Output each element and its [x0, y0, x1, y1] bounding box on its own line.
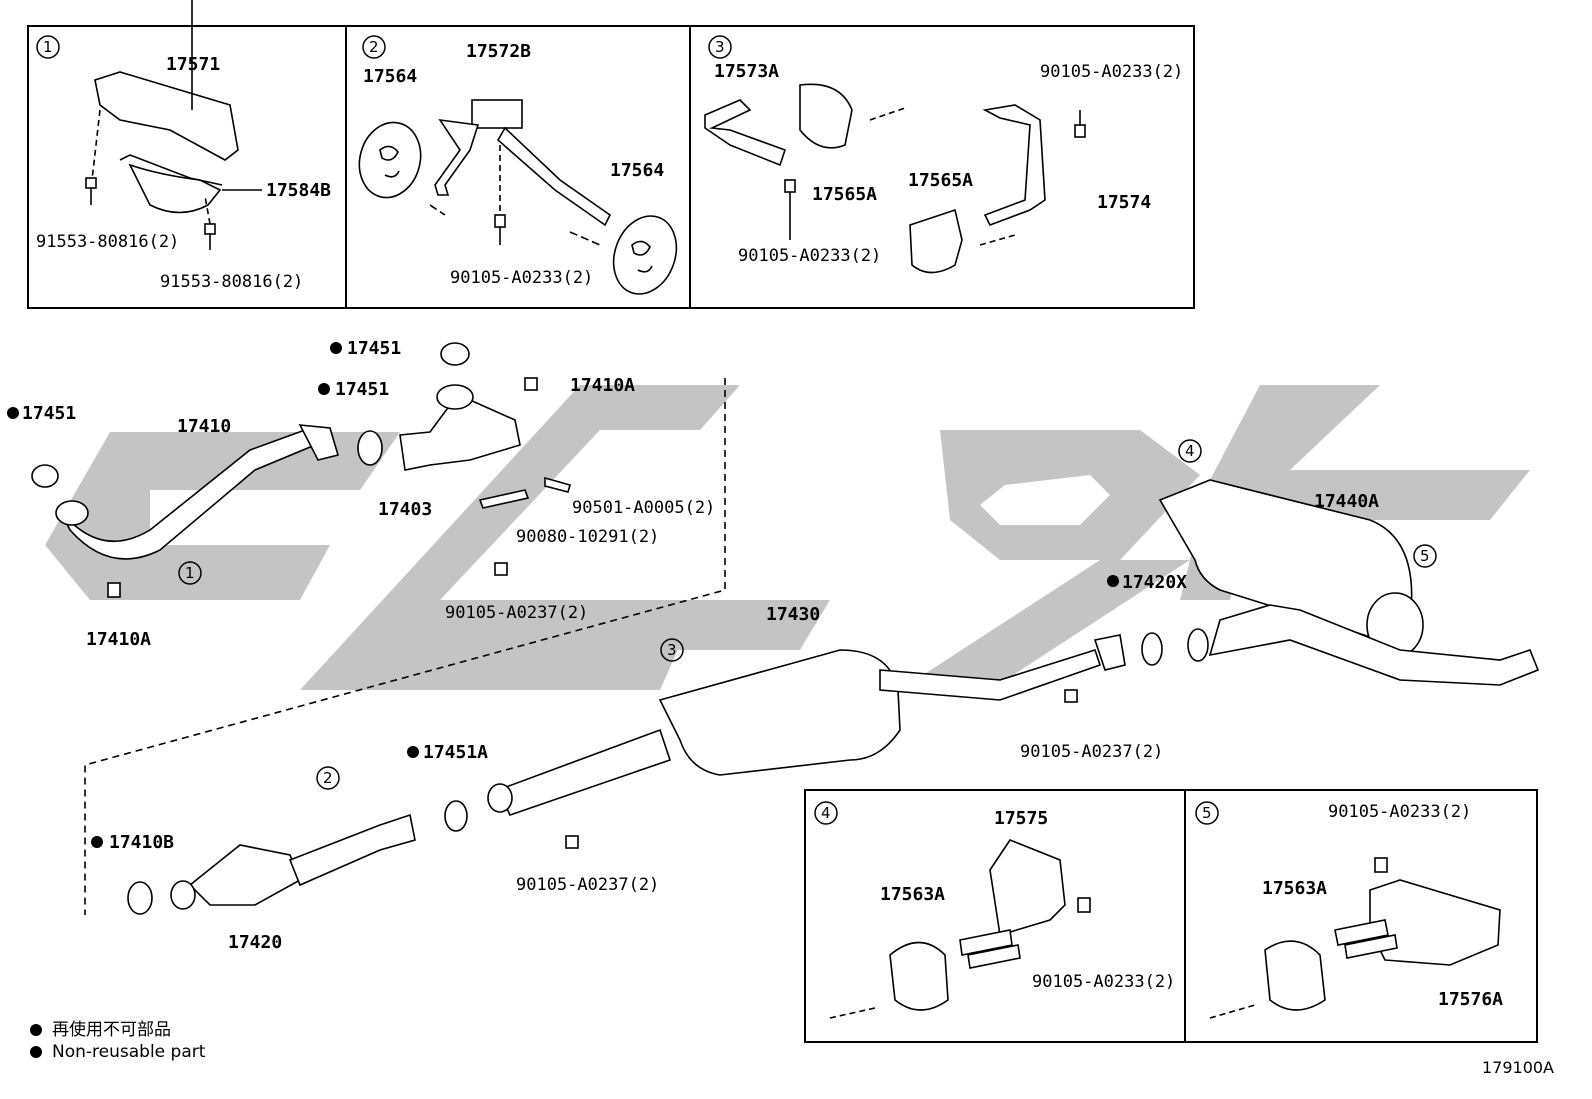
badge-2: 2 [369, 38, 379, 56]
label-17565A-a: 17565A [812, 184, 877, 205]
inset3-parts [704, 83, 1086, 274]
callout-1: 1 [185, 564, 195, 582]
label-17574: 17574 [1097, 192, 1151, 213]
legend-en-text: Non-reusable part [52, 1042, 206, 1062]
label-90105-i3b: 90105-A0233(2) [738, 246, 881, 266]
callout-2: 2 [323, 769, 333, 787]
callout-circles [178, 439, 1437, 790]
label-17451-top: 17451 [347, 338, 401, 359]
badge-3: 3 [715, 38, 725, 56]
inset1-parts [85, 0, 262, 250]
inset-badges [36, 35, 1219, 825]
label-90105-i5: 90105-A0233(2) [1328, 802, 1471, 822]
label-17451A: 17451A [423, 742, 488, 763]
label-90501: 90501-A0005(2) [572, 498, 715, 518]
label-17563A-i5: 17563A [1262, 878, 1327, 899]
label-17565A-b: 17565A [908, 170, 973, 191]
label-91553-a: 91553-80816(2) [36, 232, 179, 252]
label-90105-i2: 90105-A0233(2) [450, 268, 593, 288]
legend-dot-icon [30, 1024, 42, 1036]
callout-4: 4 [1185, 442, 1195, 460]
label-17576A: 17576A [1438, 989, 1503, 1010]
badge-4: 4 [821, 804, 831, 822]
label-90105-i4: 90105-A0233(2) [1032, 972, 1175, 992]
label-17403: 17403 [378, 499, 432, 520]
label-17575: 17575 [994, 808, 1048, 829]
label-90105-i3a: 90105-A0233(2) [1040, 62, 1183, 82]
label-17573A: 17573A [714, 61, 779, 82]
label-17410A-left: 17410A [86, 629, 151, 650]
label-17410: 17410 [177, 416, 231, 437]
label-90080: 90080-10291(2) [516, 527, 659, 547]
inset2-parts [358, 99, 678, 295]
label-90105-a: 90105-A0237(2) [445, 603, 588, 623]
label-17410A-top: 17410A [570, 375, 635, 396]
bottom-inset-frame [804, 789, 1538, 1043]
callout-5: 5 [1420, 547, 1430, 565]
legend-jp-text: 再使用不可部品 [52, 1020, 171, 1040]
label-17451-mid: 17451 [335, 379, 389, 400]
label-17584B: 17584B [266, 180, 331, 201]
label-17420X: 17420X [1122, 572, 1187, 593]
figure-id: 179100A [1481, 1058, 1554, 1077]
legend-jp: 再使用不可部品 [30, 1015, 171, 1040]
main-parts [31, 342, 1540, 915]
label-17564-a: 17564 [363, 66, 417, 87]
callout-3: 3 [667, 641, 677, 659]
legend-dot-icon [30, 1046, 42, 1058]
label-17430: 17430 [766, 604, 820, 625]
label-17440A: 17440A [1314, 491, 1379, 512]
badge-1: 1 [43, 38, 53, 56]
label-91553-b: 91553-80816(2) [160, 272, 303, 292]
label-90105-c: 90105-A0237(2) [516, 875, 659, 895]
label-90105-b: 90105-A0237(2) [1020, 742, 1163, 762]
label-17420: 17420 [228, 932, 282, 953]
label-17410B: 17410B [109, 832, 174, 853]
label-17571: 17571 [166, 54, 220, 75]
label-17564-b: 17564 [610, 160, 664, 181]
nonreusable-dots [7, 342, 1119, 848]
top-inset-frame [27, 25, 1195, 309]
inset4-parts [829, 839, 1091, 1019]
badge-5: 5 [1202, 804, 1212, 822]
label-17572B: 17572B [466, 41, 531, 62]
legend-en: Non-reusable part [30, 1042, 205, 1062]
inset5-parts [1209, 857, 1501, 1019]
label-17563A-i4: 17563A [880, 884, 945, 905]
label-17451-left: 17451 [22, 403, 76, 424]
